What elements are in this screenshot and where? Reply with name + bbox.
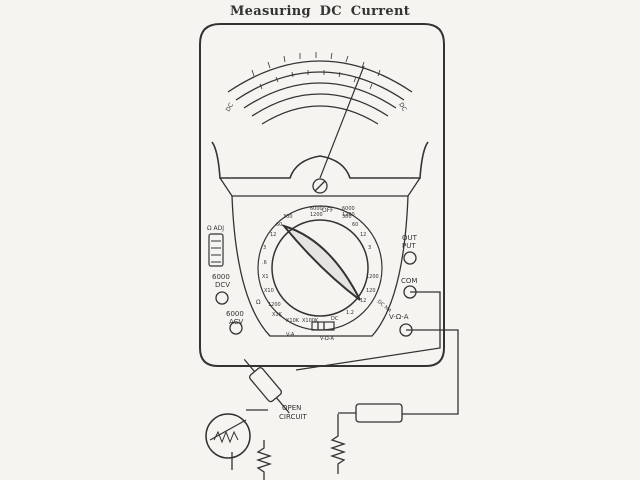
dial-left-ohm: Ω [256, 299, 261, 306]
dial-bottom-dc: DC [331, 316, 339, 322]
vacuum-tube [205, 413, 251, 459]
lower-panel-curve [231, 195, 409, 337]
test-probe-left [243, 358, 290, 414]
dial-bottom-va: V-A [286, 332, 295, 338]
dial-bottom-vohm: V-Ω-A [320, 336, 335, 342]
zero-adjust-screw [312, 178, 328, 194]
dial-top-right-1: 6000 [342, 206, 355, 212]
test-probe-right [338, 403, 403, 423]
dial-right-1p2: 1.2 [346, 310, 354, 316]
selector-pointer [281, 224, 361, 301]
polarity-switch [311, 321, 335, 331]
meter-needle [319, 65, 365, 179]
dial-right-12: 12 [360, 232, 366, 238]
dial-left-x1k: X1K [272, 312, 283, 318]
dial-left-x10: X10 [264, 288, 274, 294]
dial-left-300: 300 [283, 214, 293, 220]
dial-right-3: 3 [368, 245, 371, 251]
jack-output [403, 251, 417, 265]
dcv-label-1: 6000 [212, 273, 230, 281]
dial-left-06: .6 [262, 260, 267, 266]
output-label-1: OUT [402, 234, 418, 242]
selector-dial-inner [271, 219, 369, 317]
dial-top-1: 6000 [310, 206, 323, 212]
page-title: Measuring DC Current [229, 4, 411, 19]
lead-wire-com [295, 291, 441, 371]
dcv-label-2: DCV [215, 281, 230, 289]
output-label-2: PUT [402, 242, 416, 250]
lead-wire-v-ohm-a [402, 329, 459, 415]
com-label: COM [401, 277, 417, 285]
resistor-left [255, 440, 273, 480]
open-circuit-label-1: OPEN [282, 404, 301, 412]
scale-label-right: DC [397, 102, 407, 113]
dial-left-3: 3 [263, 245, 266, 251]
open-circuit-label-2: CIRCUIT [279, 413, 308, 421]
dial-left-1200: 1200 [268, 302, 281, 308]
acv-label-1: 6000 [226, 310, 244, 318]
dial-right-300: 300 [342, 214, 352, 220]
v-ohm-a-label: V-Ω-A [389, 313, 409, 321]
dial-left-x10k: X10K [286, 318, 300, 324]
dial-left-12: 12 [270, 232, 276, 238]
dial-right-12b: 12 [360, 298, 366, 304]
meter-case [199, 23, 445, 367]
dial-off: OFF [322, 207, 334, 214]
scale-label-left: DC [225, 102, 235, 113]
dial-right-1200: 1200 [366, 274, 379, 280]
resistor-right [329, 414, 347, 474]
jack-6000-dcv [215, 291, 229, 305]
ohm-adjust-knob [208, 233, 224, 267]
dial-left-x1: X1 [262, 274, 269, 280]
acv-label-2: ACV [229, 318, 244, 326]
dial-right-60: 60 [352, 222, 358, 228]
dial-bottom-x100k: X100K [302, 318, 319, 324]
meter-window [211, 141, 429, 179]
dial-left-60: 60 [276, 222, 282, 228]
dial-right-120: 120 [366, 288, 376, 294]
dial-top-2: 1200 [310, 212, 323, 218]
meter-scale-arcs [227, 60, 413, 125]
dial-top-right-2: 1200 [342, 212, 355, 218]
jack-6000-acv [229, 321, 243, 335]
meter-scale-ticks [251, 52, 381, 90]
ohm-adjust-label: Ω ADJ [207, 225, 224, 232]
